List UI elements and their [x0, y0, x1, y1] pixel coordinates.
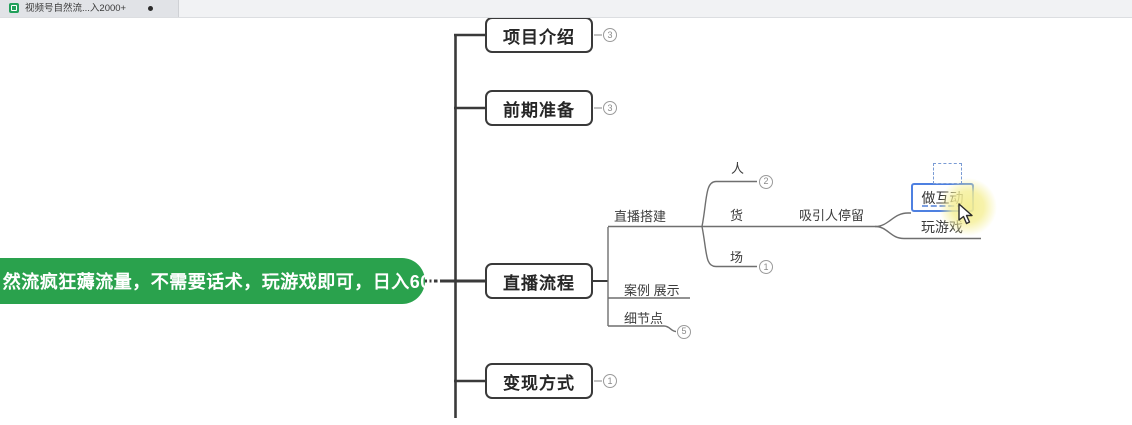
tab-bar: 视频号自然流...入2000+ [0, 0, 1132, 18]
node-venue[interactable]: 场 [730, 250, 744, 265]
topic-preparation[interactable]: 前期准备 [485, 90, 593, 126]
node-attract-stay[interactable]: 吸引人停留 [799, 208, 865, 223]
root-node[interactable]: 视频号自然流疯狂薅流量，不需要话术，玩游戏即可，日入600 [0, 258, 441, 304]
collapse-count-venue[interactable]: 1 [759, 260, 773, 274]
collapse-count-details[interactable]: 5 [677, 324, 691, 339]
topic-live-process[interactable]: 直播流程 [485, 263, 593, 299]
unsaved-indicator-dot [148, 6, 153, 11]
node-play-games[interactable]: 玩游戏 [921, 219, 963, 235]
collapse-count-monetization[interactable]: 1 [603, 374, 617, 388]
drop-indicator-dashes [922, 205, 963, 207]
node-goods[interactable]: 货 [730, 208, 744, 223]
collapse-count-people[interactable]: 2 [759, 174, 773, 189]
topic-monetization[interactable]: 变现方式 [485, 363, 593, 399]
tab-title: 视频号自然流...入2000+ [25, 3, 127, 14]
node-live-setup[interactable]: 直播搭建 [614, 209, 667, 224]
collapse-count-project-intro[interactable]: 3 [603, 28, 617, 42]
document-tab[interactable]: 视频号自然流...入2000+ [0, 0, 179, 17]
collapse-count-preparation[interactable]: 3 [603, 101, 617, 115]
mouse-cursor [958, 203, 973, 225]
node-case-show[interactable]: 案例 展示 [624, 283, 680, 298]
drag-ghost-placeholder [933, 163, 962, 184]
node-details[interactable]: 细节点 [624, 311, 664, 326]
app-icon [9, 3, 19, 13]
node-people[interactable]: 人 [731, 161, 745, 176]
topic-project-intro[interactable]: 项目介绍 [485, 17, 593, 53]
